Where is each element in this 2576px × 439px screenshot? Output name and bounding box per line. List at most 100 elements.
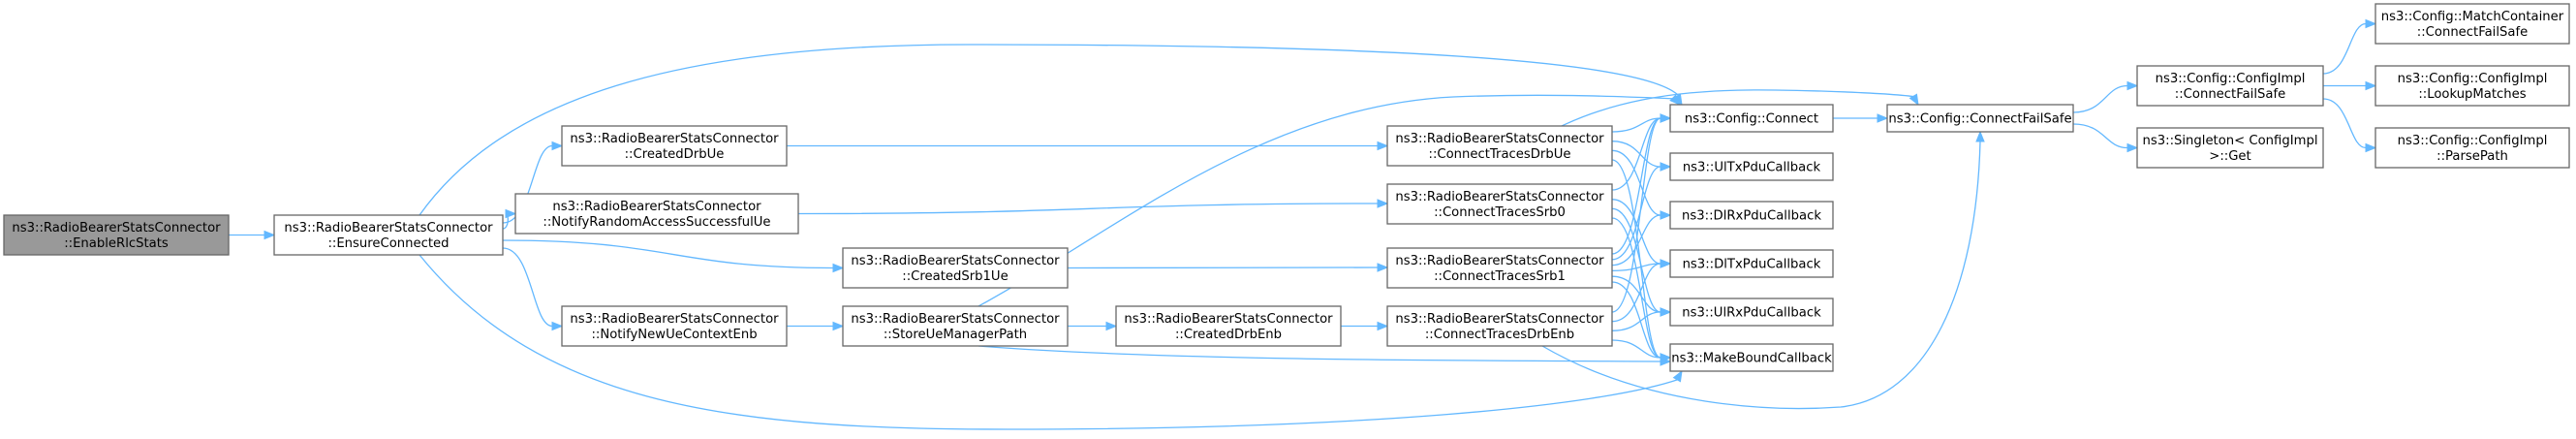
- node-created-srb1-ue[interactable]: ns3::RadioBearerStatsConnector::CreatedS…: [842, 247, 1069, 289]
- edge-ensure_connected-to-created_drb_ue: [502, 141, 564, 224]
- edge-line: [1541, 141, 1981, 410]
- node-label-line: ::ConnectFailSafe: [2417, 25, 2528, 40]
- node-label-line: ::CreatedDrbUe: [625, 147, 725, 162]
- node-box: [1669, 343, 1834, 372]
- edges: [229, 18, 2377, 430]
- edge-store_ue_manager_path-to-make_bound: [978, 345, 1672, 366]
- edge-line: [2322, 98, 2367, 149]
- node-box: [514, 193, 799, 235]
- edge-line: [1611, 281, 1661, 359]
- node-label-line: ns3::MakeBoundCallback: [1671, 352, 1832, 366]
- arrowhead: [2126, 80, 2139, 91]
- node-connect-traces-srb1[interactable]: ns3::RadioBearerStatsConnector::ConnectT…: [1386, 247, 1613, 289]
- edge-config_impl_connect_fail_safe-to-parse_path: [2322, 98, 2377, 153]
- edge-line: [2072, 123, 2128, 149]
- arrowhead: [832, 263, 845, 273]
- arrowhead: [2126, 142, 2139, 153]
- node-box: [2136, 127, 2324, 169]
- node-label-line: ::CreatedSrb1Ue: [902, 269, 1008, 284]
- node-box: [2374, 65, 2570, 107]
- arrowhead: [2365, 18, 2377, 29]
- edge-line: [1611, 275, 1661, 313]
- node-box: [1386, 183, 1613, 225]
- node-ul-rx-pdu[interactable]: ns3::UlRxPduCallback: [1669, 298, 1834, 327]
- edge-line: [1611, 159, 1661, 359]
- node-singleton-get[interactable]: ns3::Singleton< ConfigImpl >::Get: [2136, 127, 2324, 169]
- node-box: [1386, 305, 1613, 347]
- node-label-line: ns3::RadioBearerStatsConnector: [12, 221, 221, 235]
- edge-line: [1611, 117, 1661, 255]
- edge-store_ue_manager_path-to-created_drb_enb: [1068, 321, 1118, 331]
- node-box: [1386, 125, 1613, 167]
- node-dl-rx-pdu[interactable]: ns3::DlRxPduCallback: [1669, 201, 1834, 230]
- node-lookup-matches[interactable]: ns3::Config::ConfigImpl::LookupMatches: [2374, 65, 2570, 107]
- node-label-line: ns3::RadioBearerStatsConnector: [1395, 132, 1604, 146]
- edge-connect_traces_srb1-to-dl_rx_pdu: [1611, 210, 1672, 267]
- edge-line: [1611, 263, 1661, 272]
- node-box: [561, 305, 788, 347]
- node-notify-new-ue-context[interactable]: ns3::RadioBearerStatsConnector::NotifyNe…: [561, 305, 788, 347]
- edge-store_ue_manager_path-to-config_connect: [978, 94, 1681, 307]
- node-config-impl-connect-fail-safe[interactable]: ns3::Config::ConfigImpl::ConnectFailSafe: [2136, 65, 2324, 107]
- arrowhead: [2365, 142, 2377, 153]
- node-label-line: ::ConnectTracesSrb1: [1434, 269, 1566, 284]
- node-label-line: ns3::RadioBearerStatsConnector: [1124, 312, 1333, 327]
- edge-line: [2322, 22, 2367, 75]
- node-match-container[interactable]: ns3::Config::MatchContainer::ConnectFail…: [2374, 3, 2570, 45]
- arrowhead: [1975, 130, 1985, 142]
- edge-line: [502, 247, 553, 328]
- node-label-line: ::ConnectTracesDrbEnb: [1425, 328, 1574, 342]
- edge-ensure_connected-to-created_srb1_ue: [502, 239, 845, 273]
- node-dl-tx-pdu[interactable]: ns3::DlTxPduCallback: [1669, 249, 1834, 278]
- node-box: [1669, 201, 1834, 230]
- node-created-drb-enb[interactable]: ns3::RadioBearerStatsConnector::CreatedD…: [1115, 305, 1342, 347]
- arrowhead: [1377, 321, 1389, 331]
- node-config-connect-fail-safe[interactable]: ns3::Config::ConnectFailSafe: [1886, 104, 2074, 133]
- edge-line: [1611, 339, 1661, 359]
- node-box: [1669, 249, 1834, 278]
- node-connect-traces-drb-enb[interactable]: ns3::RadioBearerStatsConnector::ConnectT…: [1386, 305, 1613, 347]
- node-connect-traces-srb0[interactable]: ns3::RadioBearerStatsConnector::ConnectT…: [1386, 183, 1613, 225]
- node-enable-rlc-stats[interactable]: ns3::RadioBearerStatsConnector::EnableRl…: [3, 214, 230, 256]
- edge-connect_traces_drb_ue-to-config_connect_fail_safe: [1561, 89, 1919, 127]
- edge-connect_traces_drb_enb-to-config_connect_fail_safe: [1541, 130, 1985, 410]
- node-notify-random-access[interactable]: ns3::RadioBearerStatsConnector::NotifyRa…: [514, 193, 799, 235]
- arrowhead: [1377, 199, 1389, 208]
- node-box: [273, 214, 504, 256]
- arrowhead: [1377, 141, 1389, 151]
- node-label-line: ns3::RadioBearerStatsConnector: [851, 254, 1060, 268]
- edge-line: [1611, 117, 1661, 133]
- node-label-line: ::ParsePath: [2436, 149, 2508, 164]
- node-label-line: ns3::Config::MatchContainer: [2381, 10, 2564, 24]
- edge-ensure_connected-to-make_bound: [419, 254, 1683, 430]
- node-box: [1115, 305, 1342, 347]
- node-config-connect[interactable]: ns3::Config::Connect: [1669, 104, 1834, 133]
- node-ensure-connected[interactable]: ns3::RadioBearerStatsConnector::EnsureCo…: [273, 214, 504, 256]
- edge-config_impl_connect_fail_safe-to-match_container: [2322, 18, 2377, 75]
- node-created-drb-ue[interactable]: ns3::RadioBearerStatsConnector::CreatedD…: [561, 125, 788, 167]
- edge-line: [419, 44, 1681, 216]
- node-label-line: ::LookupMatches: [2418, 87, 2526, 102]
- edge-notify_new_ue_context-to-store_ue_manager_path: [787, 321, 845, 331]
- node-box: [2374, 3, 2570, 45]
- edge-config_connect-to-config_connect_fail_safe: [1833, 113, 1889, 123]
- arrowhead: [1377, 263, 1389, 272]
- node-parse-path[interactable]: ns3::Config::ConfigImpl::ParsePath: [2374, 127, 2570, 169]
- arrowhead: [1660, 259, 1672, 268]
- edge-line: [1611, 117, 1661, 191]
- node-label-line: ::ConnectTracesDrbUe: [1429, 147, 1571, 162]
- arrowhead: [1660, 353, 1672, 362]
- node-connect-traces-drb-ue[interactable]: ns3::RadioBearerStatsConnector::ConnectT…: [1386, 125, 1613, 167]
- node-label-line: ::EnableRlcStats: [64, 236, 169, 251]
- node-label-line: ns3::DlTxPduCallback: [1683, 258, 1821, 272]
- node-make-bound[interactable]: ns3::MakeBoundCallback: [1669, 343, 1834, 372]
- node-label-line: ::ConnectTracesSrb0: [1434, 205, 1566, 220]
- node-label-line: ns3::Singleton< ConfigImpl: [2143, 134, 2318, 148]
- node-label-line: ns3::Config::ConfigImpl: [2398, 134, 2548, 148]
- arrowhead: [505, 208, 517, 219]
- node-ul-tx-pdu[interactable]: ns3::UlTxPduCallback: [1669, 152, 1834, 181]
- arrowhead: [2365, 80, 2377, 91]
- node-store-ue-manager-path[interactable]: ns3::RadioBearerStatsConnector::StoreUeM…: [842, 305, 1069, 347]
- arrowhead: [1877, 113, 1889, 123]
- node-box: [1386, 247, 1613, 289]
